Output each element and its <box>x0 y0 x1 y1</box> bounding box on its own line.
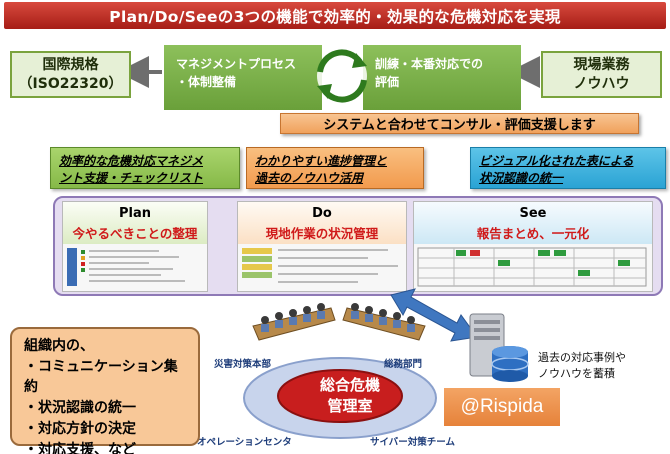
do-title: Do <box>312 206 332 221</box>
do-screenshot-thumbnail <box>238 244 406 291</box>
field-box: 現場業務 ノウハウ <box>541 51 662 98</box>
plan-subtitle: 今やるべきことの整理 <box>72 226 198 241</box>
cyber-label: サイバー対策チーム <box>370 437 456 448</box>
consult-bar: システムと合わせてコンサル・評価支援します <box>280 113 639 134</box>
page-title-banner: Plan/Do/Seeの3つの機能で効率的・効果的な危機対応を実現 <box>4 2 666 29</box>
bubble-line-5: ・対応支援、など <box>24 441 136 454</box>
cycle-arrows-icon <box>317 49 367 103</box>
process-line1: マネジメントプロセス <box>176 57 297 71</box>
bubble-line-3: ・状況認識の統一 <box>24 400 136 417</box>
standard-line2: （ISO22320） <box>18 75 123 92</box>
do-card: Do 現地作業の状況管理 <box>237 201 407 292</box>
bubble-line-2: ・コミュニケーション集約 <box>24 358 178 396</box>
plan-header: Plan 今やるべきことの整理 <box>63 202 207 244</box>
top-flow-arrows <box>117 56 540 88</box>
crisis-room-illustration <box>243 303 437 439</box>
db-note-line1: 過去の対応事例や <box>538 351 626 364</box>
see-screenshot-thumbnail <box>414 244 652 291</box>
callout-plan-line2: ント支援・チェックリスト <box>59 171 204 186</box>
callout-see: ビジュアル化された表による 状況認識の統一 <box>470 147 666 189</box>
callout-see-line2: 状況認識の統一 <box>479 171 564 186</box>
page-title: Plan/Do/Seeの3つの機能で効率的・効果的な危機対応を実現 <box>109 7 561 26</box>
center-line1: 総合危機 <box>319 376 380 394</box>
field-line1: 現場業務 <box>573 56 630 73</box>
callout-do: わかりやすい進捗管理と 過去のノウハウ活用 <box>246 147 424 189</box>
plan-title: Plan <box>118 206 151 221</box>
process-box: マネジメントプロセス ・体制整備 <box>164 45 322 110</box>
training-box: 訓練・本番対応での 評価 <box>363 45 521 110</box>
rispida-badge: @Rispida <box>444 388 560 426</box>
standard-line1: 国際規格 <box>42 56 99 73</box>
hq-label: 災害対策本部 <box>214 359 272 370</box>
field-line2: ノウハウ <box>573 75 630 92</box>
rispida-label: @Rispida <box>460 396 544 417</box>
organization-bubble: 組織内の、 ・コミュニケーション集約 ・状況認識の統一 ・対応方針の決定 ・対応… <box>10 327 200 454</box>
plan-card: Plan 今やるべきことの整理 <box>62 201 208 292</box>
center-line2: 管理室 <box>327 397 373 415</box>
plan-screenshot-thumbnail <box>63 244 207 291</box>
callout-plan-line1: 効率的な危機対応マネジメ <box>59 154 204 168</box>
callout-do-line2: 過去のノウハウ活用 <box>255 171 364 186</box>
see-header: See 報告まとめ、一元化 <box>414 202 652 244</box>
general-affairs-label: 総務部門 <box>384 359 423 370</box>
callout-do-line1: わかりやすい進捗管理と <box>255 154 388 168</box>
center-room-label: 総合危機 管理室 <box>290 375 410 417</box>
server-database-icon <box>469 313 529 382</box>
see-title: See <box>519 206 547 221</box>
db-note-line2: ノウハウを蓄積 <box>538 366 615 380</box>
db-note: 過去の対応事例や ノウハウを蓄積 <box>538 350 626 382</box>
bubble-line-4: ・対応方針の決定 <box>24 420 136 437</box>
callout-see-line1: ビジュアル化された表による <box>479 154 634 168</box>
see-subtitle: 報告まとめ、一元化 <box>476 226 590 241</box>
process-line2: ・体制整備 <box>176 75 237 89</box>
consult-text: システムと合わせてコンサル・評価支援します <box>323 118 596 133</box>
ops-label: オペレーションセンタ <box>197 437 292 448</box>
training-line2: 評価 <box>375 75 400 89</box>
training-line1: 訓練・本番対応での <box>375 57 484 71</box>
standard-box: 国際規格 （ISO22320） <box>10 51 131 98</box>
see-card: See 報告まとめ、一元化 <box>413 201 653 292</box>
callout-plan: 効率的な危機対応マネジメ ント支援・チェックリスト <box>50 147 240 189</box>
do-subtitle: 現地作業の状況管理 <box>265 226 379 241</box>
do-header: Do 現地作業の状況管理 <box>238 202 406 244</box>
bubble-line-1: 組織内の、 <box>24 338 94 354</box>
